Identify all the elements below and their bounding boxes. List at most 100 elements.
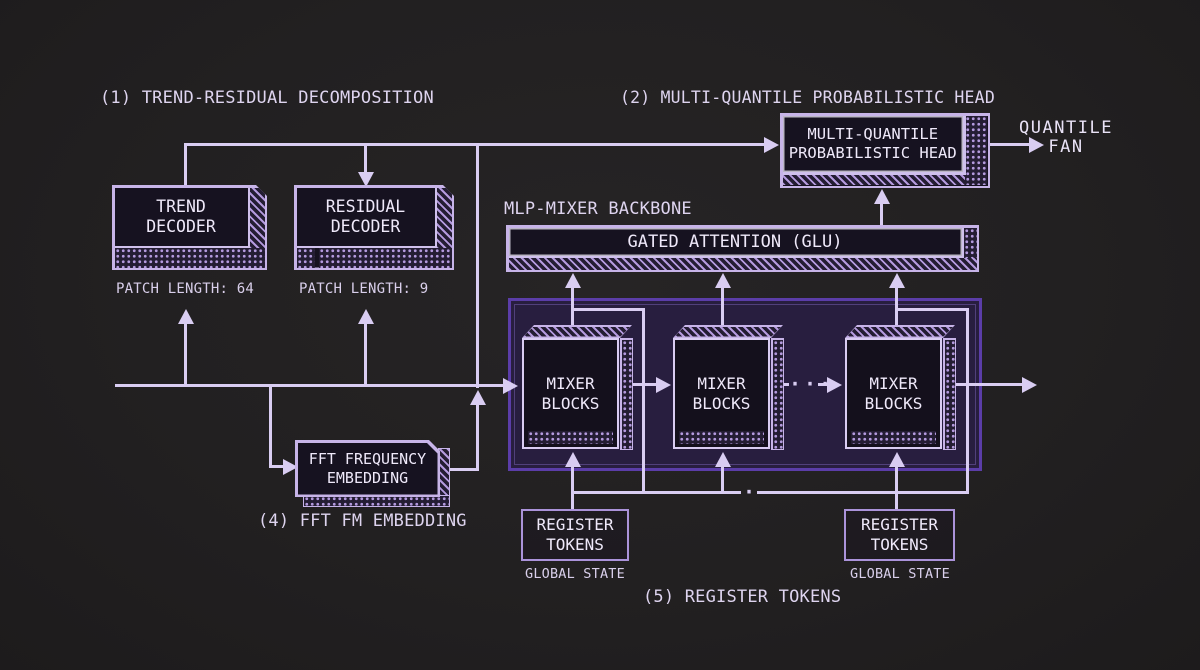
connector-line [783, 383, 789, 386]
connector-line [818, 383, 829, 386]
connector-line [364, 321, 367, 385]
connector-line [476, 399, 479, 471]
connector-line [476, 143, 479, 388]
fft-embedding-line1: FFT FREQUENCY [308, 449, 427, 468]
arrowhead [873, 186, 890, 204]
mq-head-side-shadow [965, 116, 987, 185]
mixer3-line1: MIXER [869, 373, 918, 393]
register-left-line2: TOKENS [546, 535, 604, 554]
trend-decoder-face: TREND DECODER [115, 188, 250, 248]
arrowhead [714, 270, 731, 288]
mixer3-bottom-pattern [851, 431, 936, 444]
connector-line [184, 143, 774, 146]
quantile-fan-line1: QUANTILE [1019, 118, 1113, 138]
connector-line [966, 308, 969, 494]
mixer1-side-shadow [620, 338, 633, 450]
arrowhead [888, 449, 905, 467]
connector-line [633, 383, 658, 386]
connector-line [364, 143, 367, 174]
arrowhead [357, 306, 374, 324]
connector-line [115, 384, 505, 387]
connector-line [721, 463, 724, 494]
arrowhead [503, 377, 521, 394]
mixer1-line1: MIXER [546, 373, 595, 393]
mixer1-label: MIXER BLOCKS [524, 340, 617, 459]
register-tokens-left-box: REGISTER TOKENS [521, 509, 629, 561]
register-left-label: REGISTER TOKENS [523, 511, 627, 559]
bus-ellipsis: · [743, 480, 759, 504]
residual-decoder-side-shadow [437, 188, 452, 249]
connector-line [988, 143, 1031, 146]
fft-embedding-line2: EMBEDDING [326, 468, 409, 487]
mixer2-line1: MIXER [697, 373, 746, 393]
section-label-decomposition: (1) TREND-RESIDUAL DECOMPOSITION [100, 88, 434, 108]
patch-length-residual-label: PATCH LENGTH: 9 [299, 281, 429, 297]
mixer1-side-pattern [621, 339, 632, 449]
residual-decoder-line1: RESIDUAL [325, 196, 406, 216]
mixer2-top-shadow [673, 325, 783, 338]
residual-decoder-label: RESIDUAL DECODER [297, 188, 435, 246]
connector-line [184, 321, 187, 385]
mixer3-face: MIXER BLOCKS [845, 338, 942, 449]
trend-decoder-line1: TREND [156, 196, 206, 216]
mixer2-line2: BLOCKS [692, 393, 751, 413]
connector-line [571, 491, 741, 494]
gated-attention-label: GATED ATTENTION (GLU) [509, 228, 962, 256]
connector-line [895, 308, 969, 311]
connector-line [571, 308, 645, 311]
patch-length-trend-label: PATCH LENGTH: 64 [116, 281, 255, 297]
mq-head-box: MULTI-QUANTILE PROBABILISTIC HEAD [780, 113, 990, 188]
mixer3-side-shadow [943, 338, 956, 450]
connector-line [757, 491, 969, 494]
residual-decoder-box: RESIDUAL DECODER [294, 185, 454, 270]
mixer2-bottom-pattern [679, 431, 764, 444]
trend-decoder-box: TREND DECODER [112, 185, 267, 270]
connector-line [880, 200, 883, 227]
residual-decoder-line2: DECODER [330, 216, 401, 236]
mixer3-side-pattern [944, 339, 955, 449]
mixer3-top-pattern [847, 327, 954, 337]
mixer2-side-shadow [771, 338, 784, 450]
arrowhead [469, 387, 486, 405]
register-right-line2: TOKENS [870, 535, 929, 554]
mq-head-line2: PROBABILISTIC HEAD [788, 143, 957, 162]
mixer1-bottom-pattern [528, 431, 613, 444]
connector-line [895, 463, 898, 511]
register-right-label: REGISTER TOKENS [846, 511, 953, 559]
arrowhead [656, 376, 674, 393]
connector-line [955, 383, 1024, 386]
connector-line [184, 143, 187, 187]
label-mlp-mixer-backbone: MLP-MIXER BACKBONE [504, 199, 692, 219]
arrowhead [357, 172, 374, 190]
arrowhead [564, 270, 581, 288]
mixer-block-3: MIXER BLOCKS [845, 325, 956, 450]
trend-decoder-bottom-shadow [115, 248, 265, 268]
trend-decoder-side-shadow [250, 188, 265, 249]
global-state-left-label: GLOBAL STATE [525, 566, 625, 582]
mixer2-top-pattern [675, 327, 782, 337]
mixer1-face: MIXER BLOCKS [522, 338, 619, 449]
connector-line [895, 284, 898, 327]
mixer-block-2: MIXER BLOCKS [673, 325, 784, 450]
fft-embedding-label: FFT FREQUENCY EMBEDDING [295, 440, 440, 497]
global-state-right-label: GLOBAL STATE [850, 566, 950, 582]
mixer2-label: MIXER BLOCKS [675, 340, 768, 459]
mq-head-face: MULTI-QUANTILE PROBABILISTIC HEAD [783, 116, 966, 175]
register-left-line1: REGISTER [536, 515, 614, 534]
connector-line [442, 468, 479, 471]
connector-line [721, 284, 724, 327]
mixer1-top-shadow [522, 325, 632, 338]
mixer3-label: MIXER BLOCKS [847, 340, 940, 459]
section-label-head: (2) MULTI-QUANTILE PROBABILISTIC HEAD [620, 88, 995, 107]
arrowhead [177, 306, 194, 324]
mixer2-side-pattern [772, 339, 783, 449]
arrowhead [827, 376, 845, 393]
gated-attention-face: GATED ATTENTION (GLU) [508, 227, 964, 258]
gated-attention-bottom-shadow [508, 258, 977, 270]
residual-decoder-face: RESIDUAL DECODER [297, 188, 437, 248]
mq-head-bottom-shadow [783, 174, 965, 185]
arrowhead [564, 449, 581, 467]
fft-embedding-fill [298, 443, 438, 495]
connector-line [642, 308, 645, 494]
